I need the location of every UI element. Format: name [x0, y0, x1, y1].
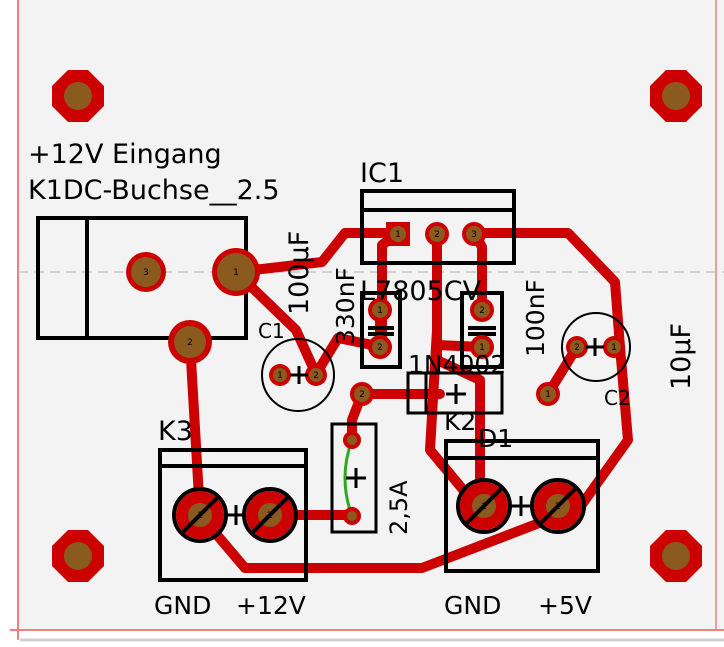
pad-fuse-1-ring	[347, 435, 357, 445]
cap-c2-outline	[561, 312, 631, 382]
screw-out-1-icon	[456, 478, 512, 534]
pad-num-330n-1: 1	[377, 306, 383, 316]
pad-100n-2-ring	[474, 339, 490, 355]
pad-jack-1-ring	[217, 253, 255, 291]
ic1-outline	[360, 189, 516, 265]
cap-330n-outline	[360, 291, 402, 369]
trace-jack-to-ic	[231, 228, 403, 277]
trace-c2-right-down	[573, 342, 633, 515]
screw-out-2-icon	[530, 478, 586, 534]
pad-fuse-2-ring	[347, 511, 357, 521]
pad-num-100n-2: 2	[479, 306, 485, 316]
pad-num-out-2: 2	[555, 502, 561, 512]
pad-jack-3-ring	[131, 257, 161, 287]
mount-hole-bl-drill	[64, 542, 92, 570]
label-c2-name: C2	[604, 386, 631, 410]
screw-out-1-slot	[464, 486, 504, 526]
pad-ic-3-ring	[466, 226, 482, 242]
pad-diode-2-ring	[354, 386, 370, 402]
pad-num-ic-1: 1	[395, 230, 401, 240]
pad-c2-1-ring	[570, 340, 584, 354]
trace-ic-out	[469, 228, 625, 352]
mount-hole-br-drill	[662, 542, 690, 570]
pad-c1-1-ring	[273, 368, 287, 382]
trace-jack2-k3	[185, 337, 205, 520]
pad-c1-2-ring	[309, 368, 323, 382]
pad-num-out-1: 1	[481, 502, 487, 512]
label-out-plus: +5V	[538, 591, 592, 620]
pad-num-k3-2: 2	[267, 511, 273, 521]
trace-k3-gnd-bottom	[195, 510, 565, 573]
pad-num-c2-2: 2	[574, 343, 580, 353]
pad-num-c1-1: 1	[277, 371, 283, 381]
mount-holes	[52, 70, 702, 582]
label-fuse-value: 2,5A	[385, 480, 413, 535]
diode-outline	[406, 371, 504, 415]
screw-k3-2-slot	[250, 495, 290, 535]
label-c2-value: 10µF	[666, 323, 697, 390]
pad-num-jack-3: 3	[143, 268, 149, 278]
pad-100n-1-ring	[474, 302, 490, 318]
pad-num-ic-3: 3	[471, 230, 477, 240]
label-k3-gnd: GND	[154, 591, 211, 620]
pad-num-100n-1: 1	[479, 343, 485, 353]
pad-numbers: 3 1 2 1 2 3 1 2 2 1 1 2 2 1 2 1 1 2 1 2	[143, 230, 617, 521]
pad-num-jack-2: 2	[187, 338, 193, 348]
fuse-outline	[330, 422, 378, 534]
pad-num-330n-2: 2	[377, 343, 383, 353]
label-k3-plus: +12V	[236, 591, 306, 620]
mount-hole-tr-drill	[662, 82, 690, 110]
label-input-title: +12V Eingang	[28, 139, 222, 170]
label-fuse-name: K2	[444, 407, 476, 436]
label-ic-name: IC1	[360, 158, 404, 189]
screw-k3-1-slot	[180, 495, 220, 535]
label-c1-name: C1	[258, 319, 285, 343]
silkscreen	[36, 189, 631, 582]
pad-ic-1-ring	[390, 226, 406, 242]
pad-jack-2-ring	[174, 326, 206, 358]
cap-c1-outline	[261, 338, 335, 412]
pad-num-diode-2: 2	[359, 390, 365, 400]
label-diode-value: 1N4002	[408, 350, 506, 379]
trace-ic-gnd	[432, 228, 485, 515]
pad-num-jack-1: 1	[233, 268, 239, 278]
cap-100n-outline	[460, 291, 504, 369]
pad-num-diode-1: 1	[545, 390, 551, 400]
label-ic-value: L7805CV	[360, 276, 482, 307]
pad-330n-1-ring	[372, 302, 388, 318]
pad-c2-2-ring	[607, 340, 621, 354]
pad-num-c2-1: 1	[611, 343, 617, 353]
mount-hole-tl-drill	[64, 82, 92, 110]
label-jack-name: K1DC-Buchse__2.5	[28, 175, 280, 206]
component-labels: +12V Eingang K1DC-Buchse__2.5 IC1 L7805C…	[28, 139, 697, 620]
label-diode-name: D1	[478, 424, 513, 453]
label-330n-value: 330nF	[331, 267, 360, 345]
label-c1-value: 100µF	[284, 231, 315, 315]
pad-num-ic-2: 2	[434, 230, 440, 240]
pad-num-c1-2: 2	[313, 371, 319, 381]
label-100n-value: 100nF	[521, 279, 550, 357]
label-out-gnd: GND	[444, 591, 501, 620]
trace-jack-to-c1	[231, 267, 321, 379]
pad-num-k3-1: 1	[197, 511, 203, 521]
pad-diode-1-ring	[540, 386, 556, 402]
pad-ic-2-ring	[429, 226, 445, 242]
k3-outline	[158, 448, 308, 582]
pad-330n-2-ring	[372, 339, 388, 355]
label-k3-name: K3	[158, 416, 193, 447]
polarity-marks	[226, 338, 604, 525]
screw-out-2-slot	[538, 486, 578, 526]
trace-c1-to-330n	[311, 333, 387, 379]
out-terminal-outline	[444, 439, 600, 573]
